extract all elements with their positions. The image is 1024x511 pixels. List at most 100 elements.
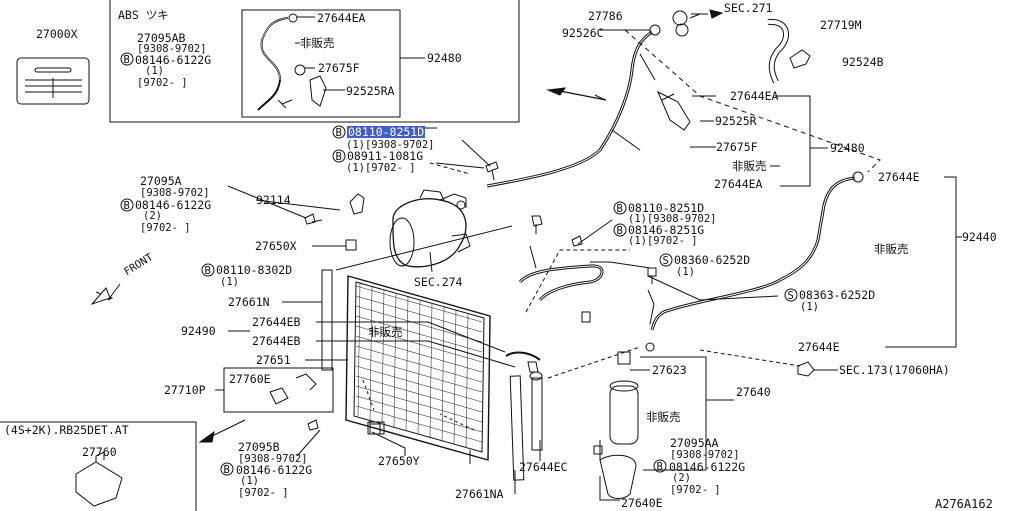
label-27675f-top: 27675F: [318, 61, 360, 75]
label-qty-c: (1): [240, 475, 259, 487]
label-08110-qty: (1)[9308-9702]: [346, 139, 435, 151]
label-08360-6252d: 08360-6252D: [674, 253, 751, 267]
label-hanbai-92440: 非販売: [874, 242, 909, 256]
label-27640: 27640: [736, 385, 771, 399]
label-27661n: 27661N: [228, 295, 270, 309]
label-08110-8251d-highlighted[interactable]: 08110-8251D: [347, 125, 426, 139]
label-sec173: SEC.173(17060HA): [839, 363, 950, 377]
condenser-27651: [345, 275, 491, 464]
label-27650x: 27650X: [255, 239, 297, 253]
label-08110-8251d-b: 08110-8251D: [628, 201, 705, 215]
label-27095ab-range: [9308-9702]: [137, 43, 207, 55]
label-9702-d: [9702- ]: [670, 484, 721, 496]
label-27644eb-b: 27644EB: [252, 334, 301, 348]
label-qty-8363: (1): [800, 301, 819, 313]
label-27650y: 27650Y: [378, 454, 420, 468]
label-92524b: 92524B: [842, 55, 884, 69]
label-08146-8251g-qty: (1)[9702- ]: [628, 235, 698, 247]
label-27623: 27623: [652, 363, 687, 377]
diagram-id: A276A162: [935, 497, 993, 511]
abs-inset-frame: [109, 0, 520, 123]
side-seal-27661n: [321, 269, 333, 371]
label-92526c: 92526C: [562, 26, 604, 40]
label-27640e: 27640E: [621, 496, 663, 510]
bolt-icons: [304, 161, 657, 455]
label-92114: 92114: [256, 193, 291, 207]
label-08146-6122g-b: 08146-6122G: [135, 198, 212, 212]
label-27760e: 27760E: [229, 372, 271, 386]
svg-text:S: S: [788, 290, 794, 302]
label-27095b: 27095B: [238, 440, 280, 454]
label-27095ab: 27095AB: [137, 31, 186, 45]
label-27644e-mid: 27644E: [798, 340, 840, 354]
label-qty-8302: (1): [220, 276, 239, 288]
label-27710p: 27710P: [164, 383, 206, 397]
label-27644ea-right: 27644EA: [730, 89, 779, 103]
label-08146-6122g-a: 08146-6122G: [135, 53, 212, 67]
label-27095aa-range: [9308-9702]: [670, 449, 740, 461]
label-92480-right: 92480: [830, 141, 865, 155]
label-08146-8251g: 08146-8251G: [628, 223, 705, 237]
label-hanbai-eb: 非販売: [368, 325, 403, 339]
label-27760: 27760: [82, 445, 117, 459]
label-92525r: 92525R: [715, 114, 757, 128]
label-27651: 27651: [256, 353, 291, 367]
label-08911-qty: (1)[9702- ]: [346, 162, 416, 174]
label-hanbai-right: 非販売: [732, 159, 767, 173]
label-27719m: 27719M: [820, 18, 862, 32]
label-hanbai-27640: 非販売: [646, 410, 681, 424]
label-92490: 92490: [181, 324, 216, 338]
svg-text:B: B: [617, 203, 623, 215]
bottom-left-inset-title: (4S+2K).RB25DET.AT: [4, 423, 129, 437]
label-92480-top: 92480: [427, 51, 462, 65]
svg-text:B: B: [336, 127, 342, 139]
svg-text:B: B: [124, 54, 130, 66]
label-08146-6122g-d: 08146-6122G: [669, 460, 746, 474]
label-27644ea-right-2: 27644EA: [714, 177, 763, 191]
label-9702-b: [9702- ]: [140, 222, 191, 234]
label-08363-6252d: 08363-6252D: [799, 288, 876, 302]
label-qty-8360: (1): [676, 266, 695, 278]
svg-text:B: B: [617, 225, 623, 237]
label-27000x-icon: [16, 57, 90, 105]
svg-text:S: S: [663, 255, 669, 267]
label-27644e-top: 27644E: [878, 170, 920, 184]
svg-text:B: B: [657, 461, 663, 473]
label-27644eb-a: 27644EB: [252, 315, 301, 329]
bottom-left-inset-frame: [0, 421, 197, 511]
label-qty-d: (2): [672, 472, 691, 484]
label-08911-1081g: 08911-1081G: [347, 149, 424, 163]
label-08110-8302d: 08110-8302D: [216, 263, 293, 277]
label-27095aa: 27095AA: [670, 436, 719, 450]
label-27644ea-top: 27644EA: [317, 11, 366, 25]
abs-inset-title: ABS ツキ: [118, 8, 169, 22]
label-27000x: 27000X: [36, 27, 78, 41]
receiver-drier-27640: [599, 351, 639, 499]
label-27661na: 27661NA: [455, 487, 504, 501]
label-92440: 92440: [962, 230, 997, 244]
label-sec274: SEC.274: [414, 275, 463, 289]
label-qty-b: (2): [143, 210, 162, 222]
label-92525ra: 92525RA: [346, 84, 395, 98]
label-27675f-right: 27675F: [716, 140, 758, 154]
side-seal-27661na: [509, 375, 525, 481]
label-08110-b-qty: (1)[9308-9702]: [628, 213, 717, 225]
box-27710p: [223, 367, 334, 413]
label-27644ec: 27644EC: [519, 460, 568, 474]
svg-text:B: B: [124, 200, 130, 212]
label-27095a-range: [9308-9702]: [140, 187, 210, 199]
label-08146-6122g-c: 08146-6122G: [236, 463, 313, 477]
label-hanbai-top: 非販売: [300, 36, 335, 50]
label-9702-a: [9702- ]: [137, 77, 188, 89]
svg-text:B: B: [336, 151, 342, 163]
label-27095b-range: [9308-9702]: [238, 453, 308, 465]
svg-text:B: B: [224, 464, 230, 476]
label-27095a: 27095A: [140, 174, 182, 188]
label-qty-a: (1): [145, 65, 164, 77]
label-sec271: SEC.271: [724, 1, 773, 15]
svg-text:B: B: [205, 265, 211, 277]
label-27786: 27786: [588, 9, 623, 23]
label-9702-c: [9702- ]: [238, 487, 289, 499]
